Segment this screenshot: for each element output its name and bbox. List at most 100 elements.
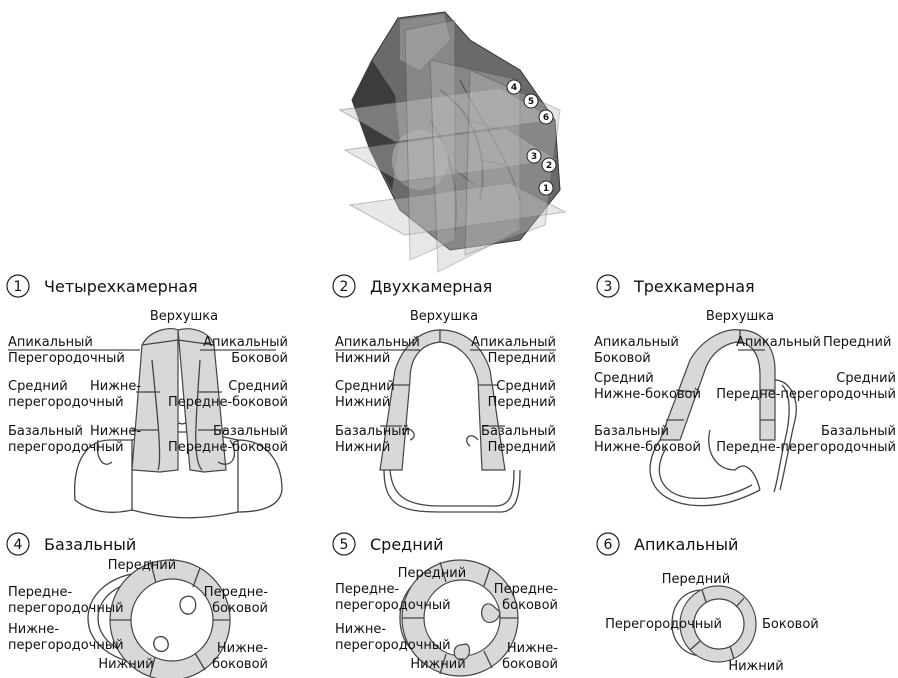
label-panels-2-left-4: Базальный [594,424,669,439]
label-panels-3-labels-4: боковой [212,601,268,616]
label-panels-2-right-4: Базальный [821,424,896,439]
label-panels-3-labels-1: Передне- [8,585,73,600]
label-panels-5-labels-0: Передний [662,572,730,587]
label-panels-2-right-5: Передне-перегородочный [716,440,896,455]
label-hero-planes-5: 1 [543,184,549,194]
label-panels-1-left-2: Средний [335,379,395,394]
panel-number-1: 1 [7,275,29,297]
panel-number-5: 5 [333,533,355,555]
label-apex: Верхушка [706,309,774,324]
label-panels-3-labels-6: перегородочный [8,638,124,653]
label-panels-2-left-3: Нижне-боковой [594,387,701,402]
label-panels-4-labels-8: боковой [502,657,558,672]
label-panels-0-left-3: Нижне- [90,379,141,394]
label-panels-0-left-6: Нижне- [90,424,141,439]
label-panels-1-right-3: Передний [488,395,556,410]
label-panels-5-labels-2: Боковой [762,617,819,632]
panel-title-mid: Средний [370,535,444,554]
label-panels-4-labels-3: Передне- [494,582,559,597]
label-panels-1-left-3: Нижний [335,395,390,410]
plane-marker-6: 6 [539,110,553,124]
label-panels-0-left-1: Перегородочный [8,351,125,366]
panel-four-chamber: 1 Четырехкамерная Верхушка Апикальный Пе… [7,275,288,518]
label-panels-2-right-3: Передне-перегородочный [716,387,896,402]
label-panels-0-num: 1 [14,279,23,295]
label-panels-3-labels-3: Передне- [204,585,269,600]
label-hero-planes-1: 5 [528,97,534,107]
panel-mid: 5 Средний Передний Передне- перегородочн… [333,533,558,676]
label-panels-2-left-0: Апикальный [594,335,679,350]
label-panels-2-right-1: Передний [823,335,891,350]
panel-basal: 4 Базальный Передний Передне- перегородо… [7,533,268,678]
panel-number-2: 2 [333,275,355,297]
label-panels-2-right-0: Апикальный [736,335,821,350]
label-panels-4-labels-1: Передне- [335,582,400,597]
panel-title-four-chamber: Четырехкамерная [44,277,198,296]
label-panels-4-labels-9: Нижний [410,657,465,672]
label-panels-1-left-4: Базальный [335,424,410,439]
label-panels-1-left-1: Нижний [335,351,390,366]
label-panels-1-right-5: Передний [488,440,556,455]
panel-title-two-chamber: Двухкамерная [370,277,492,296]
label-panels-2-num: 3 [604,279,613,295]
label-panels-1-num: 2 [340,279,349,295]
label-panels-3-labels-0: Передний [108,558,176,573]
label-panels-0-left-2: Средний [8,379,68,394]
label-panels-1-right-1: Передний [488,351,556,366]
panel-three-chamber: 3 Трехкамерная Верхушка Апикальный Боков… [594,275,896,506]
label-panels-5-labels-1: Перегородочный [605,617,722,632]
label-panels-0-right-5: Передне-боковой [168,440,288,455]
label-apex: Верхушка [150,309,218,324]
label-panels-1-right-4: Базальный [481,424,556,439]
panel-title-apical: Апикальный [634,535,738,554]
label-hero-planes-0: 4 [511,83,517,93]
label-panels-5-labels-3: Нижний [728,659,783,674]
plane-marker-2: 2 [542,158,556,172]
label-panels-0-left-7: перегородочный [8,440,124,455]
label-panels-1-right-0: Апикальный [471,335,556,350]
label-panels-4-labels-2: перегородочный [335,598,451,613]
label-panels-0-right-2: Средний [228,379,288,394]
label-panels-0-left-0: Апикальный [8,335,93,350]
label-panels-3-labels-9: Нижний [98,657,153,672]
plane-marker-3: 3 [527,149,541,163]
label-panels-3-labels-2: перегородочный [8,601,124,616]
label-panels-0-right-4: Базальный [213,424,288,439]
label-panels-4-labels-7: Нижне- [507,641,558,656]
panel-number-6: 6 [597,533,619,555]
label-panels-4-labels-5: Нижне- [335,622,386,637]
panel-two-chamber: 2 Двухкамерная Верхушка Апикальный Нижни… [333,275,556,512]
heart-illustration [340,12,565,272]
three-chamber-drawing [650,330,796,506]
label-panels-4-labels-6: перегородочный [335,638,451,653]
panel-title-basal: Базальный [44,535,136,554]
label-panels-0-left-4: перегородочный [8,395,124,410]
panel-apical: 6 Апикальный Передний Перегородочный Бок… [597,533,819,674]
panel-number-3: 3 [597,275,619,297]
label-hero-planes-3: 3 [531,152,537,162]
label-panels-4-labels-0: Передний [398,566,466,581]
label-panels-0-right-0: Апикальный [203,335,288,350]
label-panels-4-num: 5 [340,537,349,553]
panel-title-three-chamber: Трехкамерная [633,277,755,296]
label-panels-1-right-2: Средний [496,379,556,394]
plane-marker-1: 1 [539,181,553,195]
label-panels-3-num: 4 [14,537,23,553]
label-panels-5-num: 6 [604,537,613,553]
label-panels-0-left-5: Базальный [8,424,83,439]
label-apex: Верхушка [410,309,478,324]
label-panels-3-labels-8: боковой [212,657,268,672]
plane-marker-4: 4 [507,80,521,94]
label-panels-0-right-3: Передне-боковой [168,395,288,410]
label-panels-1-left-0: Апикальный [335,335,420,350]
label-panels-3-labels-5: Нижне- [8,622,59,637]
label-panels-2-right-2: Средний [836,371,896,386]
label-panels-2-left-2: Средний [594,371,654,386]
label-panels-3-labels-7: Нижне- [217,641,268,656]
plane-marker-5: 5 [524,94,538,108]
label-panels-2-left-5: Нижне-боковой [594,440,701,455]
label-panels-0-right-1: Боковой [231,351,288,366]
label-hero-planes-4: 2 [546,161,552,171]
label-panels-2-left-1: Боковой [594,351,651,366]
